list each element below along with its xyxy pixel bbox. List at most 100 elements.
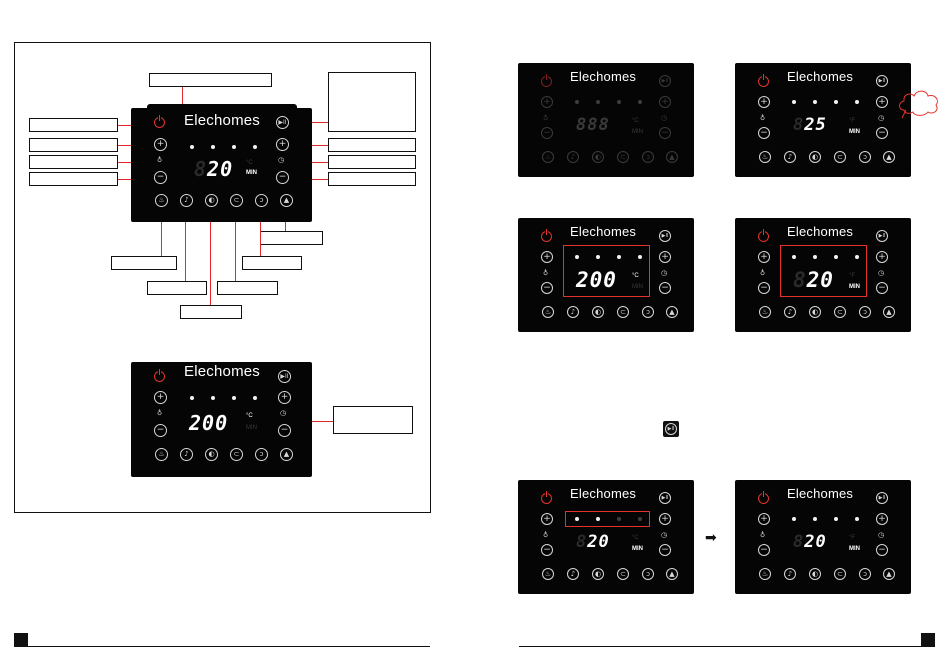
indicator-dot-1 bbox=[792, 100, 796, 104]
preset-fries-icon[interactable]: ♨ bbox=[759, 568, 771, 580]
power-icon[interactable] bbox=[758, 74, 769, 87]
temp-plus-icon[interactable]: + bbox=[541, 251, 553, 263]
play-pause-icon[interactable]: ▶II bbox=[659, 75, 671, 87]
preset-cake-icon[interactable]: ▲ bbox=[666, 568, 678, 580]
time-plus-icon[interactable]: + bbox=[876, 251, 888, 263]
power-icon[interactable] bbox=[541, 491, 552, 504]
preset-fries-icon[interactable]: ♨ bbox=[542, 151, 554, 163]
time-plus-icon[interactable]: + bbox=[276, 138, 289, 151]
preset-cake-icon[interactable]: ▲ bbox=[666, 306, 678, 318]
preset-steak-icon[interactable]: ◐ bbox=[592, 306, 604, 318]
time-minus-icon[interactable]: − bbox=[278, 424, 291, 437]
power-icon[interactable] bbox=[758, 229, 769, 242]
preset-fish-icon[interactable]: ⊂ bbox=[834, 568, 846, 580]
play-pause-icon[interactable]: ▶II bbox=[278, 370, 291, 383]
play-pause-icon[interactable]: ▶II bbox=[659, 492, 671, 504]
play-pause-icon[interactable]: ▶II bbox=[659, 230, 671, 242]
temp-minus-icon[interactable]: − bbox=[758, 127, 770, 139]
preset-fries-icon[interactable]: ♨ bbox=[155, 448, 168, 461]
time-plus-icon[interactable]: + bbox=[876, 96, 888, 108]
time-plus-icon[interactable]: + bbox=[659, 251, 671, 263]
play-pause-icon[interactable]: ▶II bbox=[876, 230, 888, 242]
temp-plus-icon[interactable]: + bbox=[541, 513, 553, 525]
preset-drumstick-icon[interactable]: ♪ bbox=[784, 306, 796, 318]
preset-fries-icon[interactable]: ♨ bbox=[542, 568, 554, 580]
preset-fries-icon[interactable]: ♨ bbox=[759, 306, 771, 318]
temp-minus-icon[interactable]: − bbox=[541, 127, 553, 139]
preset-shrimp-icon[interactable]: ↄ bbox=[642, 568, 654, 580]
power-icon[interactable] bbox=[541, 229, 552, 242]
preset-drumstick-icon[interactable]: ♪ bbox=[567, 306, 579, 318]
preset-fish-icon[interactable]: ⊂ bbox=[617, 306, 629, 318]
preset-fish-icon[interactable]: ⊂ bbox=[834, 306, 846, 318]
preset-fish-icon[interactable]: ⊂ bbox=[617, 151, 629, 163]
time-minus-icon[interactable]: − bbox=[659, 544, 671, 556]
temp-plus-icon[interactable]: + bbox=[758, 251, 770, 263]
preset-steak-icon[interactable]: ◐ bbox=[809, 151, 821, 163]
time-minus-icon[interactable]: − bbox=[876, 544, 888, 556]
preset-fish-icon[interactable]: ⊂ bbox=[834, 151, 846, 163]
temp-plus-icon[interactable]: + bbox=[541, 96, 553, 108]
time-minus-icon[interactable]: − bbox=[876, 282, 888, 294]
time-plus-icon[interactable]: + bbox=[278, 391, 291, 404]
preset-shrimp-icon[interactable]: ↄ bbox=[859, 568, 871, 580]
temp-minus-icon[interactable]: − bbox=[154, 424, 167, 437]
preset-steak-icon[interactable]: ◐ bbox=[205, 448, 218, 461]
preset-drumstick-icon[interactable]: ♪ bbox=[567, 151, 579, 163]
play-pause-icon[interactable]: ▶II bbox=[876, 492, 888, 504]
temp-plus-icon[interactable]: + bbox=[758, 96, 770, 108]
preset-cake-icon[interactable]: ▲ bbox=[883, 568, 895, 580]
preset-fish-icon[interactable]: ⊂ bbox=[617, 568, 629, 580]
power-icon[interactable] bbox=[154, 369, 165, 382]
time-minus-icon[interactable]: − bbox=[659, 127, 671, 139]
play-pause-icon[interactable]: ▶II bbox=[276, 116, 289, 129]
power-icon[interactable] bbox=[758, 491, 769, 504]
power-icon[interactable] bbox=[154, 115, 165, 128]
preset-fries-icon[interactable]: ♨ bbox=[542, 306, 554, 318]
temp-minus-icon[interactable]: − bbox=[758, 282, 770, 294]
preset-shrimp-icon[interactable]: ↄ bbox=[859, 306, 871, 318]
brand-logo: Elechomes bbox=[787, 486, 854, 501]
preset-drumstick-icon[interactable]: ♪ bbox=[180, 448, 193, 461]
power-icon[interactable] bbox=[541, 74, 552, 87]
preset-steak-icon[interactable]: ◐ bbox=[809, 568, 821, 580]
preset-steak-icon[interactable]: ◐ bbox=[205, 194, 218, 207]
preset-cake-icon[interactable]: ▲ bbox=[883, 151, 895, 163]
temp-minus-icon[interactable]: − bbox=[541, 282, 553, 294]
play-pause-icon[interactable]: ▶II bbox=[876, 75, 888, 87]
preset-cake-icon[interactable]: ▲ bbox=[666, 151, 678, 163]
temp-plus-icon[interactable]: + bbox=[154, 391, 167, 404]
time-minus-icon[interactable]: − bbox=[876, 127, 888, 139]
brand-logo: Elechomes bbox=[570, 486, 637, 501]
time-plus-icon[interactable]: + bbox=[659, 96, 671, 108]
temp-minus-icon[interactable]: − bbox=[541, 544, 553, 556]
preset-shrimp-icon[interactable]: ↄ bbox=[255, 194, 268, 207]
preset-drumstick-icon[interactable]: ♪ bbox=[567, 568, 579, 580]
preset-steak-icon[interactable]: ◐ bbox=[809, 306, 821, 318]
temp-minus-icon[interactable]: − bbox=[154, 171, 167, 184]
preset-steak-icon[interactable]: ◐ bbox=[592, 568, 604, 580]
temp-plus-icon[interactable]: + bbox=[154, 138, 167, 151]
preset-shrimp-icon[interactable]: ↄ bbox=[642, 306, 654, 318]
temp-plus-icon[interactable]: + bbox=[758, 513, 770, 525]
preset-shrimp-icon[interactable]: ↄ bbox=[255, 448, 268, 461]
preset-fries-icon[interactable]: ♨ bbox=[759, 151, 771, 163]
temp-minus-icon[interactable]: − bbox=[758, 544, 770, 556]
preset-fish-icon[interactable]: ⊂ bbox=[230, 194, 243, 207]
preset-drumstick-icon[interactable]: ♪ bbox=[784, 568, 796, 580]
preset-fries-icon[interactable]: ♨ bbox=[155, 194, 168, 207]
indicator-dot-2 bbox=[813, 517, 817, 521]
preset-cake-icon[interactable]: ▲ bbox=[280, 194, 293, 207]
time-plus-icon[interactable]: + bbox=[659, 513, 671, 525]
preset-drumstick-icon[interactable]: ♪ bbox=[180, 194, 193, 207]
preset-shrimp-icon[interactable]: ↄ bbox=[642, 151, 654, 163]
preset-fish-icon[interactable]: ⊂ bbox=[230, 448, 243, 461]
preset-shrimp-icon[interactable]: ↄ bbox=[859, 151, 871, 163]
time-plus-icon[interactable]: + bbox=[876, 513, 888, 525]
preset-steak-icon[interactable]: ◐ bbox=[592, 151, 604, 163]
preset-cake-icon[interactable]: ▲ bbox=[883, 306, 895, 318]
time-minus-icon[interactable]: − bbox=[659, 282, 671, 294]
preset-drumstick-icon[interactable]: ♪ bbox=[784, 151, 796, 163]
preset-cake-icon[interactable]: ▲ bbox=[280, 448, 293, 461]
time-minus-icon[interactable]: − bbox=[276, 171, 289, 184]
